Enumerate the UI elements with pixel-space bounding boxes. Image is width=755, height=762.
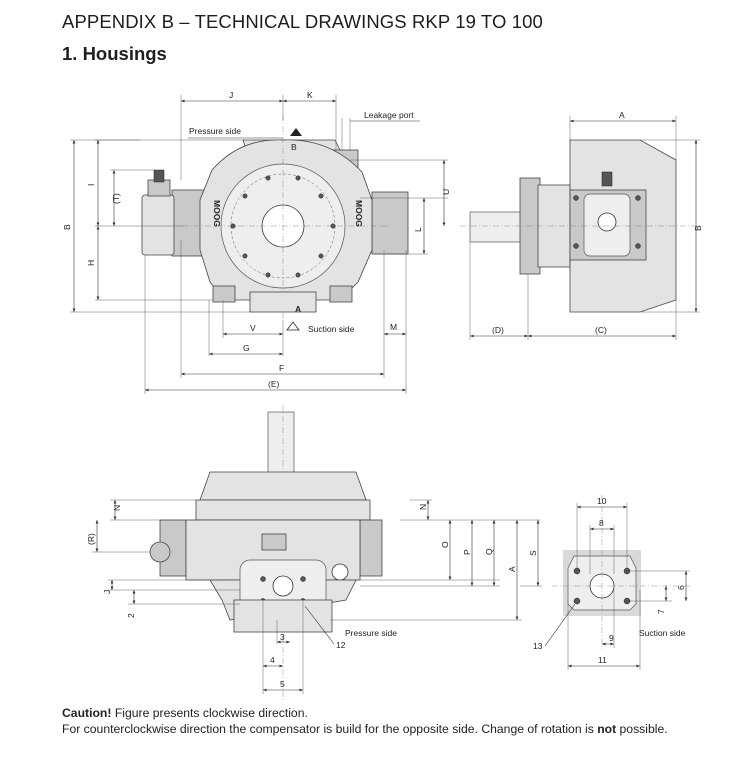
dim-i: I bbox=[86, 184, 96, 186]
dim-o: O bbox=[440, 541, 450, 548]
dim-d: (D) bbox=[492, 325, 504, 335]
dim-n-mid: N bbox=[418, 504, 428, 510]
dim-b-left: B bbox=[62, 224, 72, 230]
suction-side-label: Suction side bbox=[308, 324, 355, 334]
dim-h: H bbox=[86, 260, 96, 266]
caution-text-2-bold: not bbox=[597, 721, 617, 736]
dim-p: P bbox=[462, 549, 472, 555]
dim-10: 10 bbox=[597, 496, 607, 506]
dim-t: (T) bbox=[111, 193, 121, 204]
front-view: MOOG MOOG B A J K Leakage port Pressure … bbox=[62, 90, 451, 394]
dim-u: U bbox=[441, 189, 451, 195]
dim-f: F bbox=[279, 363, 284, 373]
technical-drawing: MOOG MOOG B A J K Leakage port Pressure … bbox=[62, 90, 703, 700]
dim-6: 6 bbox=[676, 585, 686, 590]
caution-line-2: For counterclockwise direction the compe… bbox=[62, 722, 742, 738]
dim-q: Q bbox=[484, 548, 494, 555]
caution-note: Caution! Figure presents clockwise direc… bbox=[62, 706, 742, 737]
suction-side-bottom-label: Suction side bbox=[639, 628, 686, 638]
dim-j: J bbox=[229, 90, 233, 100]
pressure-side-label: Pressure side bbox=[189, 126, 241, 136]
dim-e: (E) bbox=[268, 379, 280, 389]
dim-5: 5 bbox=[280, 679, 285, 689]
brand-right: MOOG bbox=[354, 200, 364, 227]
brand-left: MOOG bbox=[212, 200, 222, 227]
dim-r: (R) bbox=[86, 533, 96, 545]
dim-9: 9 bbox=[609, 633, 614, 643]
section-heading: 1. Housings bbox=[62, 43, 167, 64]
dim-b-right: B bbox=[693, 225, 703, 231]
dim-j-small: J bbox=[102, 590, 112, 594]
dim-7: 7 bbox=[656, 609, 666, 614]
caution-text-1: Figure presents clockwise direction. bbox=[114, 706, 308, 720]
marker-a: A bbox=[295, 304, 301, 314]
marker-b: B bbox=[291, 142, 297, 152]
dim-11: 11 bbox=[598, 655, 607, 665]
dim-k: K bbox=[307, 90, 313, 100]
caution-line-1: Caution! Figure presents clockwise direc… bbox=[62, 706, 742, 722]
page-title: APPENDIX B – TECHNICAL DRAWINGS RKP 19 T… bbox=[62, 11, 543, 32]
side-view: A B (D) (C) bbox=[460, 110, 703, 340]
bottom-view: N (R) J 2 N O P Q A S 3 4 5 bbox=[86, 405, 542, 700]
caution-text-2b: possible. bbox=[619, 721, 668, 736]
pressure-side-bottom-label: Pressure side bbox=[345, 628, 397, 638]
dim-13: 13 bbox=[533, 641, 543, 651]
dim-4: 4 bbox=[270, 655, 275, 665]
dim-a-bottom: A bbox=[507, 566, 517, 572]
caution-text-2a: For counterclockwise direction the compe… bbox=[62, 721, 594, 736]
dim-s: S bbox=[528, 550, 538, 556]
dim-n-left: N bbox=[112, 505, 122, 511]
leakage-port-label: Leakage port bbox=[364, 110, 414, 120]
dim-3: 3 bbox=[280, 632, 285, 642]
dim-a-right: A bbox=[619, 110, 625, 120]
dim-2: 2 bbox=[126, 613, 136, 618]
dim-l: L bbox=[413, 227, 423, 232]
dim-g: G bbox=[243, 343, 250, 353]
dim-c: (C) bbox=[595, 325, 607, 335]
front-bolts bbox=[230, 175, 336, 278]
caution-label: Caution! bbox=[62, 706, 112, 720]
dim-12: 12 bbox=[336, 640, 346, 650]
dim-v: V bbox=[250, 323, 256, 333]
dim-8: 8 bbox=[599, 518, 604, 528]
port-detail-view: 10 8 6 7 9 11 13 Suction side bbox=[533, 495, 690, 670]
dim-m: M bbox=[390, 322, 397, 332]
